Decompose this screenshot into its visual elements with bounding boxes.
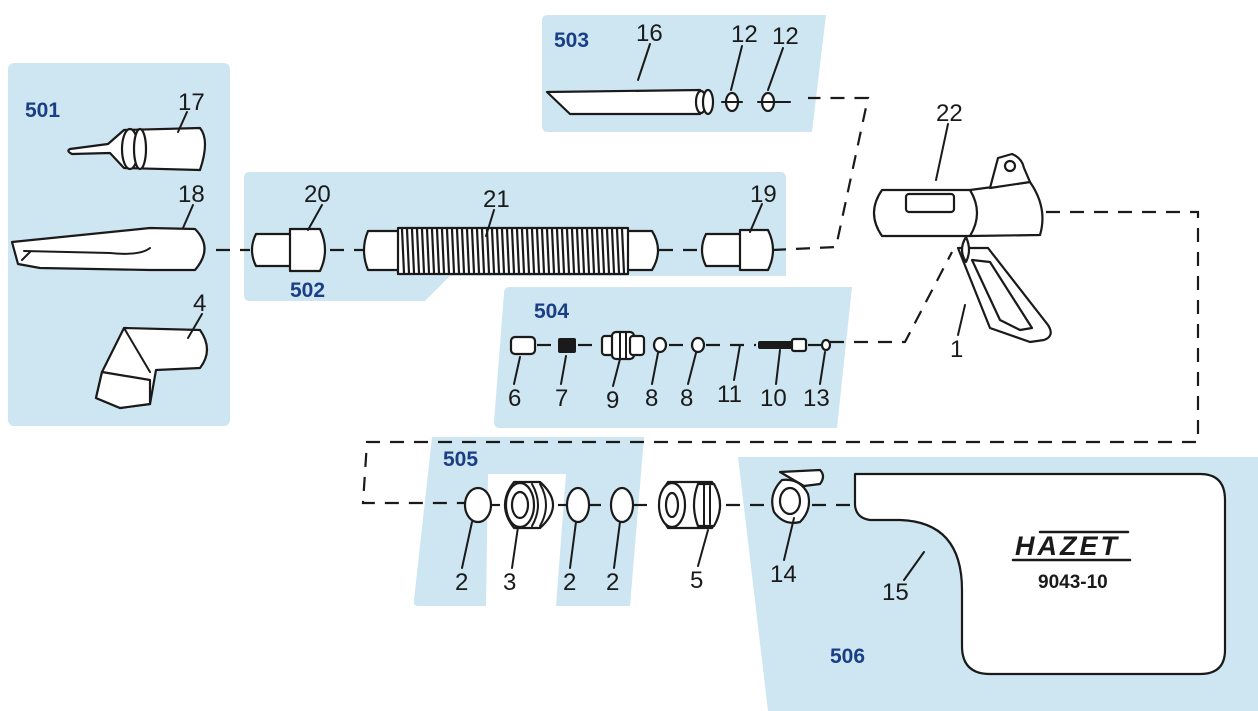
part-label-17: 17 [178, 89, 205, 116]
clip-14 [771, 468, 825, 524]
part-label-22: 22 [936, 100, 963, 127]
part-6 [509, 335, 537, 356]
ring-2b [565, 486, 591, 524]
part-label-4: 4 [193, 290, 206, 317]
nozzle-17 [67, 126, 207, 172]
part-label-2c: 2 [606, 569, 619, 596]
adapter-3 [503, 480, 555, 530]
o-ring-8a [652, 336, 668, 354]
part-label-12b: 12 [772, 23, 799, 50]
part-label-19: 19 [750, 181, 777, 208]
part-label-7: 7 [555, 385, 568, 412]
part-label-8a: 8 [645, 385, 658, 412]
group-label-504: 504 [534, 300, 569, 323]
ring-2c [609, 486, 635, 524]
part-label-18: 18 [178, 181, 205, 208]
group-label-506: 506 [830, 645, 865, 668]
group-label-502: 502 [290, 279, 325, 302]
part-label-1: 1 [950, 336, 963, 363]
panel-505-left [413, 437, 500, 606]
o-ring-13 [820, 338, 832, 352]
group-label-505: 505 [443, 448, 478, 471]
coupling-19 [700, 228, 775, 272]
part-label-9: 9 [606, 387, 619, 414]
panel-505-right [500, 437, 644, 606]
part-label-10: 10 [760, 385, 787, 412]
part-label-12a: 12 [731, 21, 758, 48]
angled-nozzle-4 [94, 326, 209, 410]
panel-504 [494, 287, 852, 428]
hose-ribs [400, 228, 626, 274]
part-label-3: 3 [503, 569, 516, 596]
bag-brand-logo: HAZET [1015, 531, 1120, 561]
part-label-11: 11 [717, 381, 742, 408]
group-label-501: 501 [25, 99, 60, 122]
dashed-connection-lines [216, 96, 1200, 507]
crevice-tool-16 [545, 88, 715, 116]
part-label-14: 14 [770, 561, 797, 588]
crevice-nozzle-18 [10, 226, 206, 272]
part-label-6: 6 [508, 385, 521, 412]
part-label-8b: 8 [680, 385, 693, 412]
coupling-20 [250, 227, 327, 273]
pin-10 [758, 337, 808, 353]
part-7 [558, 338, 576, 353]
flex-hose-21 [362, 226, 660, 276]
part-label-13: 13 [803, 385, 830, 412]
ring-2a [463, 486, 493, 524]
o-ring-8b [690, 336, 706, 354]
part-label-2b: 2 [563, 569, 576, 596]
part-label-5: 5 [690, 567, 703, 594]
group-label-503: 503 [554, 29, 589, 52]
dust-bag-15 [853, 472, 1227, 676]
sleeve-22 [904, 192, 956, 214]
part-label-21: 21 [483, 186, 510, 213]
bag-model-number: 9043-10 [1038, 572, 1108, 593]
part-label-20: 20 [304, 181, 331, 208]
nut-5 [657, 480, 722, 530]
valve-9 [600, 330, 646, 361]
part-label-2a: 2 [455, 569, 468, 596]
part-label-16: 16 [636, 20, 663, 47]
part-label-15: 15 [882, 579, 909, 606]
leader-lines [177, 43, 966, 581]
